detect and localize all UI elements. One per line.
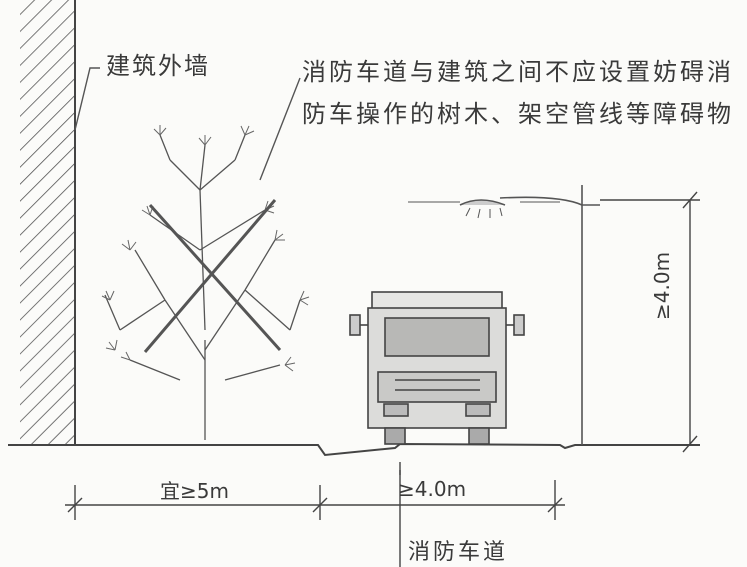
tree-leaves <box>101 125 310 372</box>
height-dimension <box>600 191 700 453</box>
lane-width-label: ≥4.0m <box>398 477 467 501</box>
street-lamp <box>408 185 600 445</box>
tree <box>104 134 301 440</box>
leader-lines <box>74 67 301 181</box>
fire-lane-label: 消防车道 <box>408 540 509 565</box>
width-dimension <box>65 462 565 567</box>
fire-truck <box>349 291 525 445</box>
distance-to-wall-label: 宜≥5m <box>160 479 229 503</box>
prohibition-cross <box>143 199 282 353</box>
clear-height-label: ≥4.0m <box>650 251 674 320</box>
note-line-1: 消防车道与建筑之间不应设置妨碍消 <box>302 58 734 86</box>
wall-label: 建筑外墙 <box>106 52 210 80</box>
ground-line <box>8 442 700 457</box>
note-line-2: 防车操作的树木、架空管线等障碍物 <box>302 100 734 128</box>
building-wall <box>20 0 76 445</box>
